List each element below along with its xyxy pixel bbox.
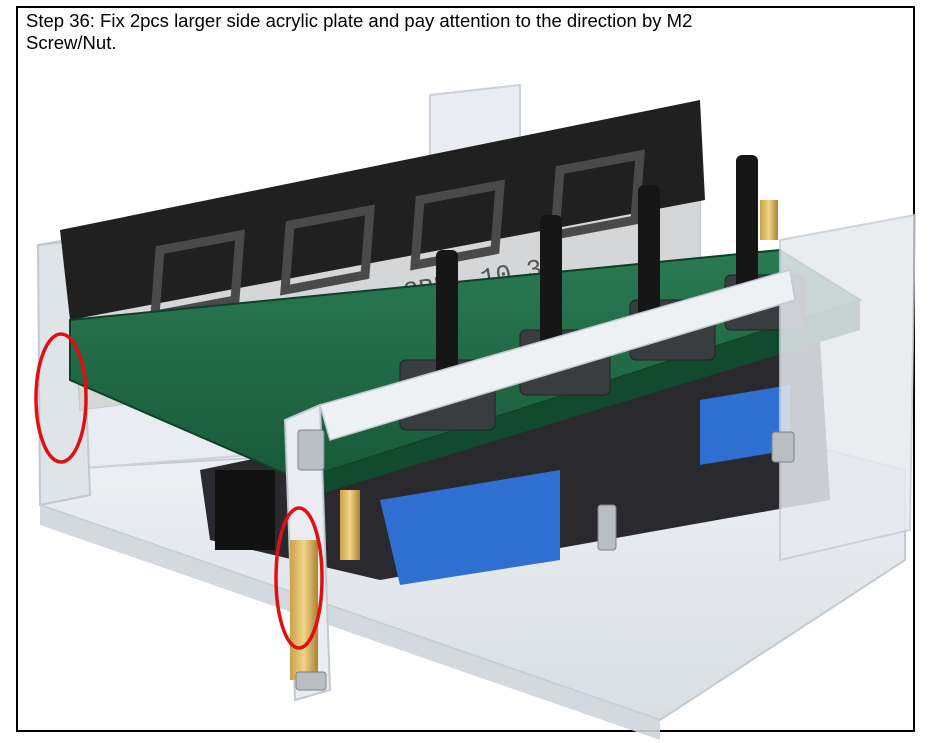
m2-screws-nuts [295,429,795,691]
highlight-front-slot [274,506,324,650]
brass-standoffs [290,200,778,680]
step-caption: Step 36: Fix 2pcs larger side acrylic pl… [26,10,693,53]
dc-jack [215,470,275,550]
right-side-acrylic-plate [779,213,917,562]
button-caps [436,155,758,380]
highlight-left-slot [34,332,88,464]
